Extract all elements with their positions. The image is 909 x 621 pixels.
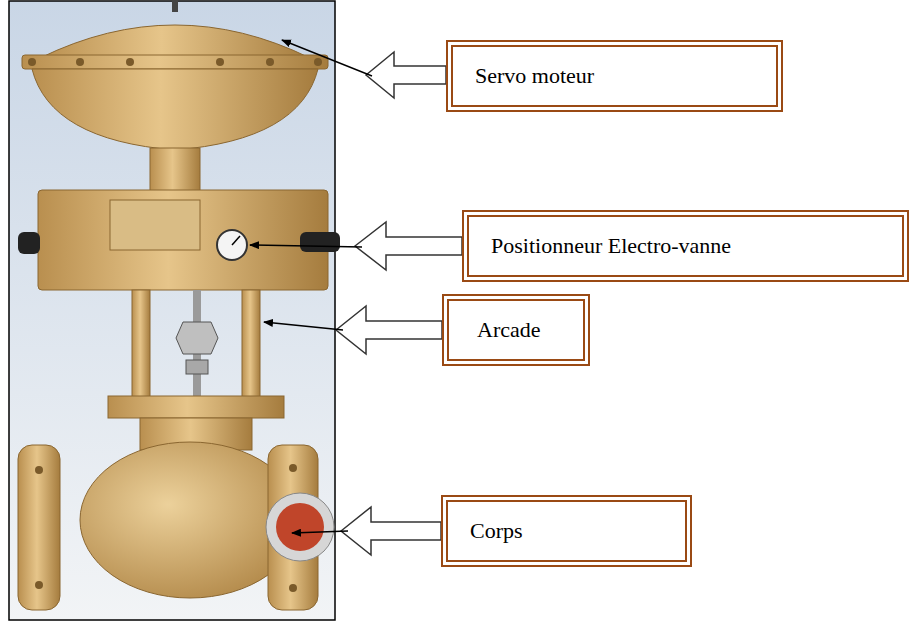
part-label: Positionneur Electro-vanne bbox=[491, 233, 731, 259]
label-box: Arcade bbox=[442, 294, 590, 366]
part-label: Corps bbox=[470, 518, 523, 544]
label-box: Servo moteur bbox=[446, 40, 783, 112]
label-box: Corps bbox=[441, 495, 692, 567]
label-box: Positionneur Electro-vanne bbox=[462, 210, 909, 282]
part-label: Servo moteur bbox=[475, 63, 594, 89]
part-label: Arcade bbox=[477, 317, 541, 343]
